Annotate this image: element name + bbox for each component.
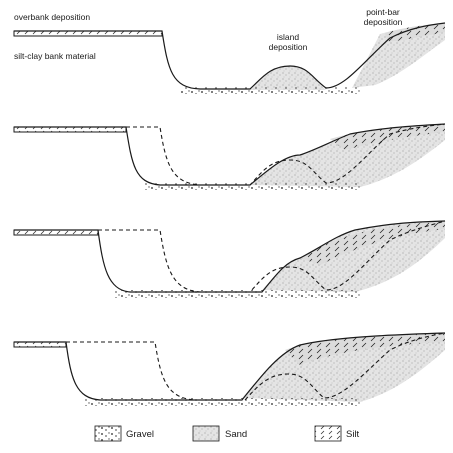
panel-2 bbox=[14, 124, 445, 190]
panel-3 bbox=[14, 221, 445, 298]
island-label-line1: island bbox=[277, 32, 299, 42]
overbank-label: overbank deposition bbox=[14, 12, 90, 22]
panel-1: overbank deposition silt-clay bank mater… bbox=[14, 7, 445, 94]
gravel-bed bbox=[85, 398, 360, 406]
overbank-deposit bbox=[14, 230, 98, 235]
legend-gravel-swatch bbox=[95, 426, 121, 441]
legend: Gravel Sand Silt bbox=[95, 426, 360, 441]
overbank-deposit bbox=[14, 342, 66, 347]
legend-sand-swatch bbox=[193, 426, 219, 441]
legend-silt-swatch bbox=[315, 426, 341, 441]
legend-silt-label: Silt bbox=[346, 429, 360, 440]
gravel-bed bbox=[180, 87, 360, 94]
gravel-bed bbox=[115, 290, 360, 298]
island-label-line2: deposition bbox=[269, 42, 308, 52]
bank-material-label: silt-clay bank material bbox=[14, 51, 96, 61]
gravel-bed bbox=[145, 183, 360, 190]
pointbar-label-line1: point-bar bbox=[366, 7, 400, 17]
overbank-deposit bbox=[14, 31, 162, 36]
legend-gravel-label: Gravel bbox=[126, 429, 154, 440]
pointbar-label-line2: deposition bbox=[364, 17, 403, 27]
legend-sand-label: Sand bbox=[225, 429, 247, 440]
panel-4 bbox=[14, 333, 445, 406]
overbank-deposit bbox=[14, 127, 126, 132]
